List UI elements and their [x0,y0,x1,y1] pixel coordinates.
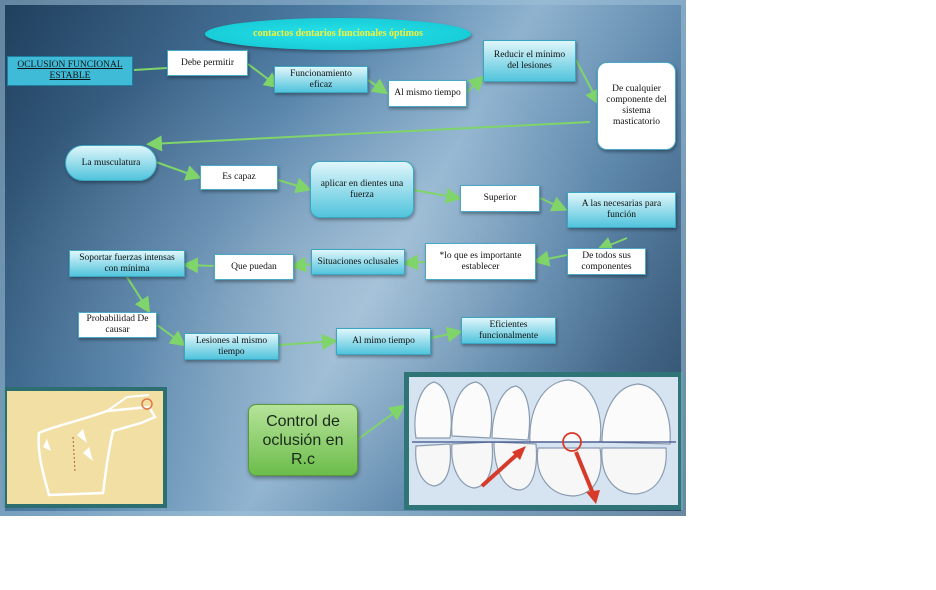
node-oclusion-text: OCLUSION FUNCIONAL ESTABLE [17,60,123,81]
link-reducir-decualquier [575,59,600,106]
link-decualquier-musculatura [146,121,591,152]
link-debe-funcionamiento [247,63,281,89]
control-oclusion-text: Control de oclusión en R.c [262,412,344,468]
red-arrow-up [480,448,524,488]
tooth-shapes [43,429,93,461]
jaw-diagram-image [3,387,167,508]
node-debe-permitir: Debe permitir [167,50,248,76]
link-superior-alas [539,196,568,212]
lower-teeth [415,441,667,497]
concept-map-slide: contactos dentarios funcionales óptimos … [0,0,686,516]
link-lesiones-almimo [278,333,338,350]
mandible-outline [37,405,157,497]
link-situaciones-quepuedan [290,256,312,273]
connector-layer [126,59,628,441]
node-situaciones-oclusales: Situaciones oclusales [311,249,405,275]
dashed-axis [72,436,76,472]
link-control-teeth [356,404,406,441]
node-al-mimo-tiempo: Al mimo tiempo [336,328,431,355]
link-quepuedan-soportar [182,257,215,274]
teeth-occlusion-image [404,372,683,510]
node-eficientes-funcionalmente: Eficientes funcionalmente [461,317,556,344]
link-soportar-probabilidad [126,276,151,314]
node-lesiones-mismo-tiempo: Lesiones al mismo tiempo [184,333,279,360]
red-arrowhead-up [512,446,526,460]
red-arrowhead-down [586,490,600,504]
node-de-cualquier-componente: De cualquier componente del sistema mast… [597,62,676,150]
node-al-mismo-tiempo: Al mismo tiempo [388,80,467,107]
control-oclusion-box: Control de oclusión en R.c [248,404,358,476]
node-soportar-fuerzas: Soportar fuerzas intensas con mínima [69,250,185,277]
node-reducir-lesiones: Reducir el mínimo del lesiones [483,40,576,82]
map-title-text: contactos dentarios funcionales óptimos [253,28,423,39]
link-loque-situaciones [402,254,426,271]
node-probabilidad: Probabilidad De causar [78,312,157,338]
jaw-illustration [7,391,163,504]
link-detodos-loque [533,250,568,267]
node-a-las-necesarias: A las necesarias para función [567,192,676,228]
node-oclusion-funcional: OCLUSION FUNCIONAL ESTABLE [7,56,133,86]
contact-circle [562,432,582,452]
node-aplicar-fuerza: aplicar en dientes una fuerza [310,161,414,218]
node-que-puedan: Que puedan [214,254,294,280]
link-alas-detodos [596,237,628,252]
map-title: contactos dentarios funcionales óptimos [205,18,471,50]
node-superior: Superior [460,185,540,212]
link-oclusion-debe [133,67,168,71]
red-arrow-down [574,451,596,497]
link-funcionamiento-almismo [367,78,389,95]
link-escapaz-aplicar [277,177,312,194]
link-musculatura-escapaz [155,161,202,181]
node-lo-que-es-importante: *lo que es importante establecer [425,243,536,280]
link-probabilidad-lesiones [156,324,187,347]
node-la-musculatura: La musculatura [65,145,157,181]
teeth-illustration [409,377,678,505]
node-funcionamiento-eficaz: Funcionamiento eficaz [274,66,368,93]
link-aplicar-superior [413,187,462,204]
upper-teeth [414,379,671,445]
link-almimo-eficientes [430,326,463,343]
condyle-marker [141,398,153,410]
node-es-capaz: Es capaz [200,165,278,190]
condyle-outline [106,394,150,412]
node-de-todos-componentes: De todos sus componentes [567,248,646,275]
link-almismo-reducir [466,75,485,93]
